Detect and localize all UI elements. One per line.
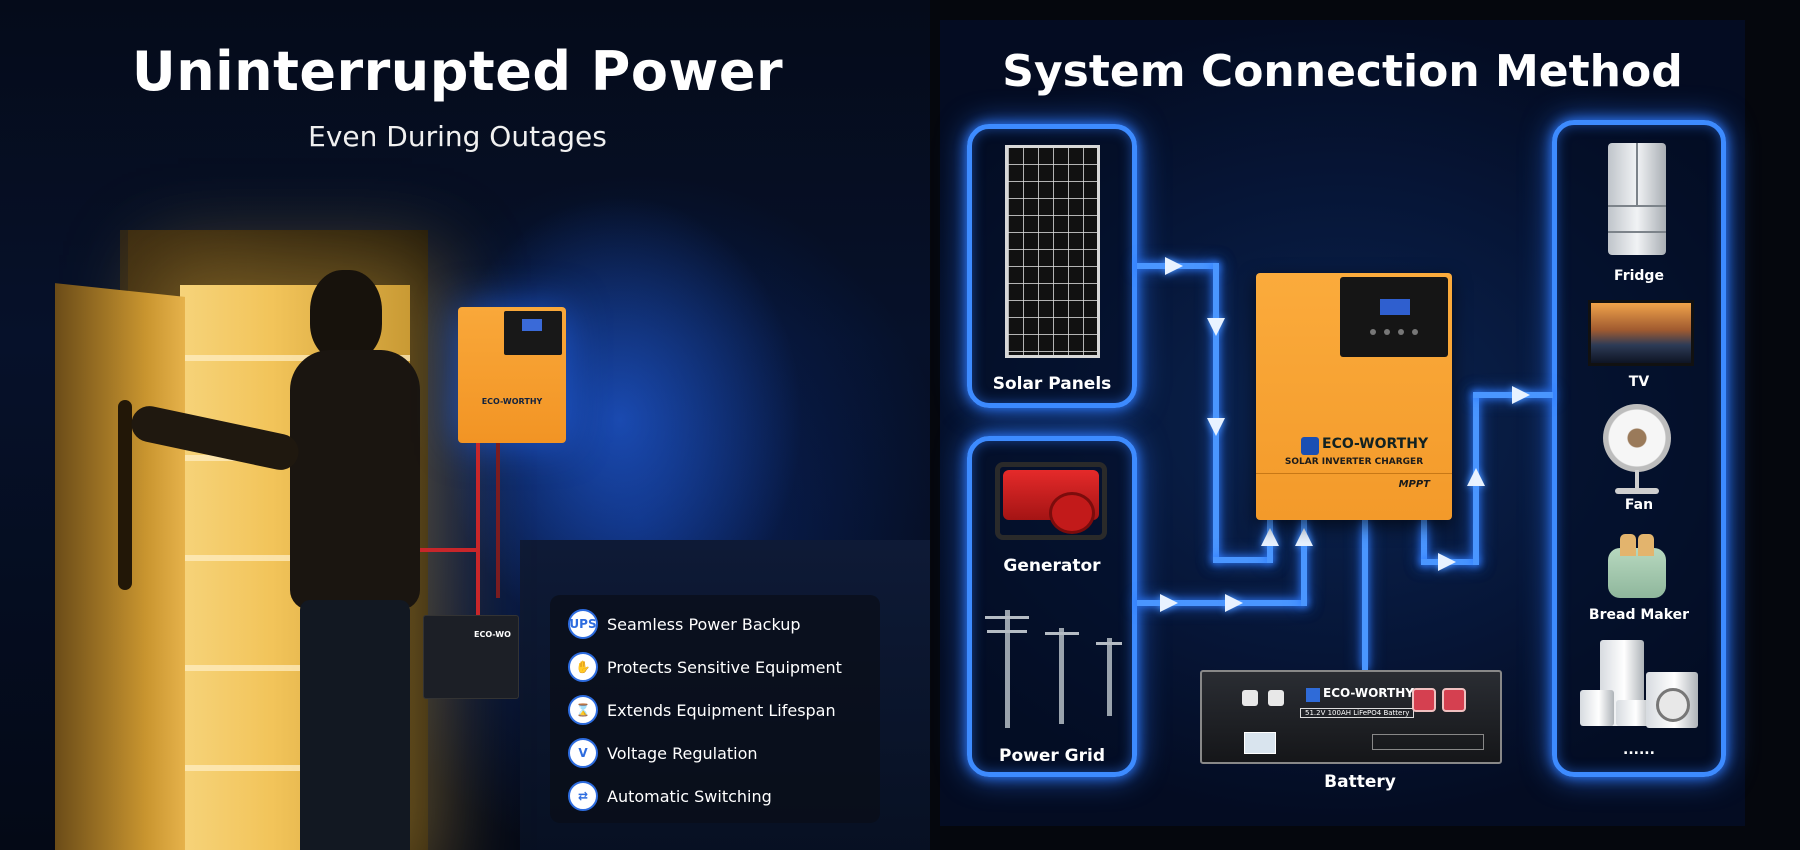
fridge-icon xyxy=(1608,143,1666,255)
bread-maker-icon xyxy=(1608,534,1666,598)
battery-label: Battery xyxy=(1324,772,1396,792)
feature-label: Voltage Regulation xyxy=(607,743,758,763)
feature-label: Automatic Switching xyxy=(607,786,772,806)
arrow-up-icon xyxy=(1261,528,1279,546)
brand-logo-icon xyxy=(1301,437,1319,455)
hourglass-icon: ⌛ xyxy=(568,695,598,725)
battery-display xyxy=(1244,732,1276,754)
arrow-right-icon xyxy=(1160,594,1178,612)
inverter-charger: ECO-WORTHY SOLAR INVERTER CHARGER MPPT xyxy=(1256,273,1452,520)
battery-indicators xyxy=(1372,734,1484,750)
page-title: Uninterrupted Power xyxy=(131,40,784,103)
grid-line xyxy=(1301,520,1307,606)
left-panel: ECO-WORTHY ECO-WO Uninterrupted Power Ev… xyxy=(0,0,930,850)
fridge-label: Fridge xyxy=(1614,268,1664,284)
tv-icon xyxy=(1588,300,1694,366)
fan-icon xyxy=(1603,404,1671,472)
feature-item: ⌛ Extends Equipment Lifespan xyxy=(568,693,836,727)
grid-line xyxy=(1137,600,1307,606)
voltage-icon: V xyxy=(568,738,598,768)
arrow-up-icon xyxy=(1295,528,1313,546)
wall-battery-brand: ECO-WO xyxy=(474,630,511,639)
solar-line xyxy=(1213,263,1219,563)
inverter-brand: ECO-WORTHY xyxy=(1322,436,1429,452)
feature-item: V Voltage Regulation xyxy=(568,736,758,770)
dark-cable xyxy=(496,443,500,598)
switch-icon: ⇄ xyxy=(568,781,598,811)
person-silhouette xyxy=(128,270,430,850)
arrow-right-icon xyxy=(1438,553,1456,571)
wall-inverter: ECO-WORTHY xyxy=(458,307,566,443)
wall-inverter-brand: ECO-WORTHY xyxy=(481,397,543,406)
brand-logo-icon xyxy=(1306,688,1320,702)
feature-label: Extends Equipment Lifespan xyxy=(607,700,836,720)
fan-stand xyxy=(1635,470,1639,490)
red-cable xyxy=(420,548,478,552)
load-line xyxy=(1421,520,1427,565)
solar-panel-icon xyxy=(1005,145,1100,358)
battery-line xyxy=(1362,520,1368,670)
inverter-subtitle: SOLAR INVERTER CHARGER xyxy=(1284,457,1424,467)
bread-maker-label: Bread Maker xyxy=(1588,607,1690,623)
page-subtitle: Even During Outages xyxy=(308,120,607,153)
arrow-down-icon xyxy=(1207,318,1225,336)
more-loads-label: ...... xyxy=(1623,742,1655,758)
red-cable xyxy=(476,443,480,618)
inverter-screen xyxy=(1340,277,1448,357)
power-grid-label: Power Grid xyxy=(998,746,1105,766)
battery-brand: ECO-WORTHY xyxy=(1323,686,1414,700)
shield-hand-icon: ✋ xyxy=(568,652,598,682)
arrow-right-icon xyxy=(1225,594,1243,612)
arrow-right-icon xyxy=(1165,257,1183,275)
mppt-badge: MPPT xyxy=(1398,479,1430,490)
arrow-down-icon xyxy=(1207,418,1225,436)
feature-item: ✋ Protects Sensitive Equipment xyxy=(568,650,842,684)
feature-item: ⇄ Automatic Switching xyxy=(568,779,772,813)
ups-icon: UPS xyxy=(568,609,598,639)
fan-label: Fan xyxy=(1624,497,1654,513)
arrow-right-icon xyxy=(1512,386,1530,404)
fan-base xyxy=(1615,488,1659,494)
feature-label: Protects Sensitive Equipment xyxy=(607,657,842,677)
feature-label: Seamless Power Backup xyxy=(607,614,801,634)
battery-pack: ECO-WORTHY 51.2V 100AH LiFePO4 Battery xyxy=(1200,670,1502,764)
feature-item: UPS Seamless Power Backup xyxy=(568,607,801,641)
generator-icon xyxy=(995,462,1107,540)
battery-spec: 51.2V 100AH LiFePO4 Battery xyxy=(1300,708,1415,718)
features-list: UPS Seamless Power Backup ✋ Protects Sen… xyxy=(550,595,880,823)
arrow-up-icon xyxy=(1467,468,1485,486)
tv-label: TV xyxy=(1628,374,1650,390)
diagram-title: System Connection Method xyxy=(1002,46,1683,97)
inverter-screen xyxy=(504,311,562,355)
solar-line xyxy=(1213,557,1273,563)
wall-battery: ECO-WO xyxy=(423,615,519,699)
solar-panels-label: Solar Panels xyxy=(992,374,1112,394)
fridge-handle xyxy=(118,400,132,590)
generator-label: Generator xyxy=(1003,556,1101,576)
